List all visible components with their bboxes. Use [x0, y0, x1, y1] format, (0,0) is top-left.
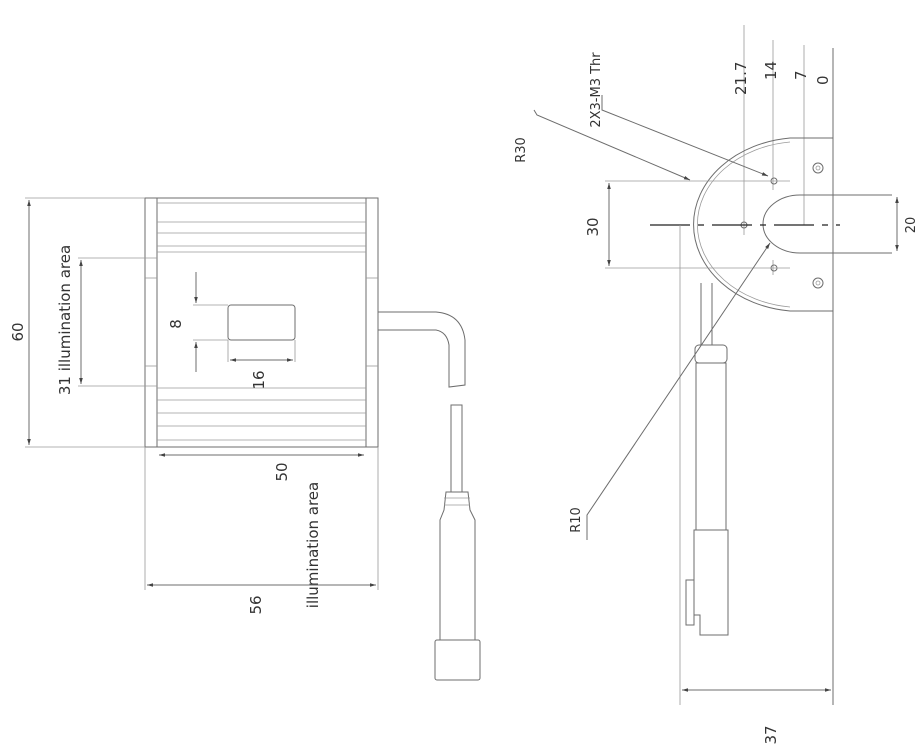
ordinate-14-label: 14 [762, 61, 780, 80]
dim-31-label: 31 illumination area [56, 245, 74, 395]
dim-37-label: 37 [762, 725, 780, 744]
screw-icon [812, 162, 824, 174]
heatsink-fins-bottom [157, 387, 366, 441]
front-view: 60 31 illumination area 8 16 50 illumina… [9, 197, 481, 681]
ordinate-0-label: 0 [814, 75, 832, 85]
cable-front [378, 311, 481, 681]
dim-56-label: 56 [247, 595, 265, 614]
mount-slot [762, 194, 892, 254]
ordinate-21-7-label: 21.7 [732, 62, 750, 95]
radius-r10-label: R10 [569, 507, 584, 533]
radius-r30-label: R30 [514, 137, 529, 163]
ordinate-7-label: 7 [792, 70, 810, 80]
dim-60-label: 60 [9, 322, 27, 341]
cable-side [685, 283, 729, 636]
emitting-window [227, 304, 296, 341]
dim-20-label: 20 [904, 217, 919, 234]
side-view: 0 7 14 21.7 30 20 37 R30 2X3-M3 Thr [514, 25, 919, 745]
heatsink-fins-top [157, 202, 366, 253]
screw-icon [812, 277, 824, 289]
dim-30-label: 30 [584, 217, 602, 236]
light-body [144, 197, 379, 448]
dim-8-label: 8 [167, 319, 185, 329]
dim-50-illumination-label: illumination area [304, 482, 322, 608]
mount-plate [693, 137, 833, 312]
thread-note-label: 2X3-M3 Thr [589, 52, 604, 128]
dim-50-label: 50 [273, 462, 291, 481]
dim-16-label: 16 [250, 370, 268, 389]
